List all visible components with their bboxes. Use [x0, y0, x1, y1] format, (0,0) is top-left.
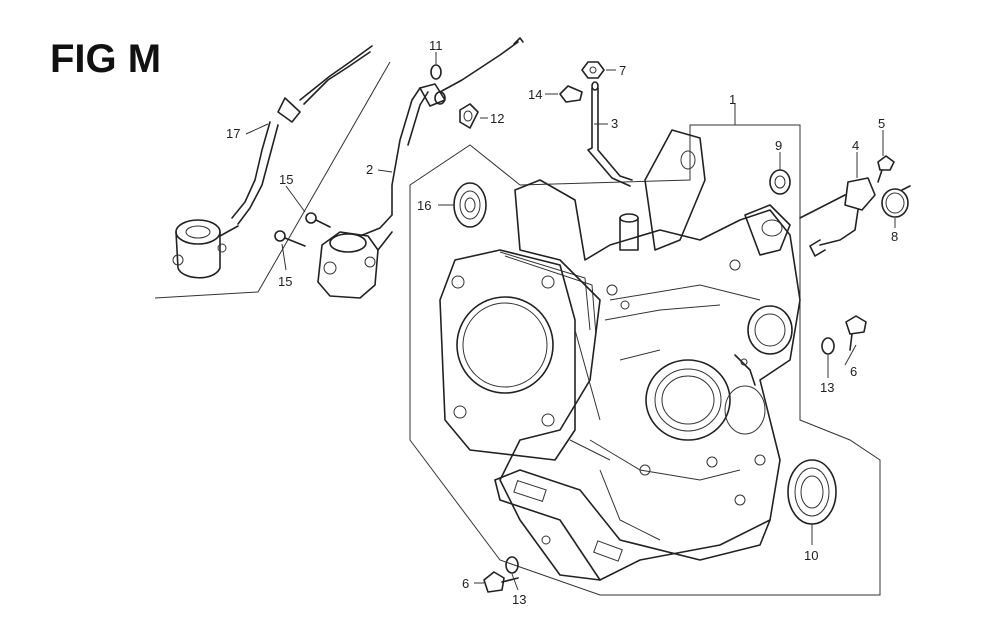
ignition-module: [274, 212, 393, 299]
oil-seal-small: [453, 182, 487, 228]
control-rod: [587, 81, 633, 187]
small-hardware: [430, 64, 479, 129]
drain-bolt-bottom: [483, 556, 519, 593]
callout-5: 5: [878, 116, 885, 131]
callout-14: 14: [528, 87, 542, 102]
bolt-5: [877, 155, 895, 183]
callout-3: 3: [611, 116, 618, 131]
callout-2: 2: [366, 162, 373, 177]
wire-harness: [172, 45, 373, 279]
callout-13-right: 13: [820, 380, 834, 395]
callout-labels: 1 2 3 4 5 6 6 7 8 9 10 11 12 13 13 14 15…: [226, 38, 898, 607]
breather-cap: [769, 169, 791, 195]
callout-11: 11: [429, 38, 443, 53]
callout-7: 7: [619, 63, 626, 78]
throttle-cable: [359, 37, 524, 237]
callout-8: 8: [891, 229, 898, 244]
nut: [581, 61, 605, 79]
callout-1: 1: [729, 92, 736, 107]
callout-9: 9: [775, 138, 782, 153]
group-boundaries: [154, 61, 881, 596]
callout-16: 16: [417, 198, 431, 213]
oil-seal-large: [787, 459, 837, 525]
callout-15-bottom: 15: [278, 274, 292, 289]
callout-12: 12: [490, 111, 504, 126]
figure-title: FIG M: [50, 37, 161, 81]
hose-clamp: [881, 185, 911, 218]
callout-6-right: 6: [850, 364, 857, 379]
callout-6-bottom: 6: [462, 576, 469, 591]
oil-level-switch: [799, 177, 876, 257]
callout-4: 4: [852, 138, 859, 153]
callout-15-top: 15: [279, 172, 293, 187]
clip: [559, 85, 583, 103]
callout-10: 10: [804, 548, 818, 563]
leader-lines: [245, 52, 896, 591]
callout-17: 17: [226, 126, 240, 141]
drain-bolt-right: [821, 315, 867, 355]
crankcase-assembly: [439, 129, 801, 581]
callout-13-bottom: 13: [512, 592, 526, 607]
